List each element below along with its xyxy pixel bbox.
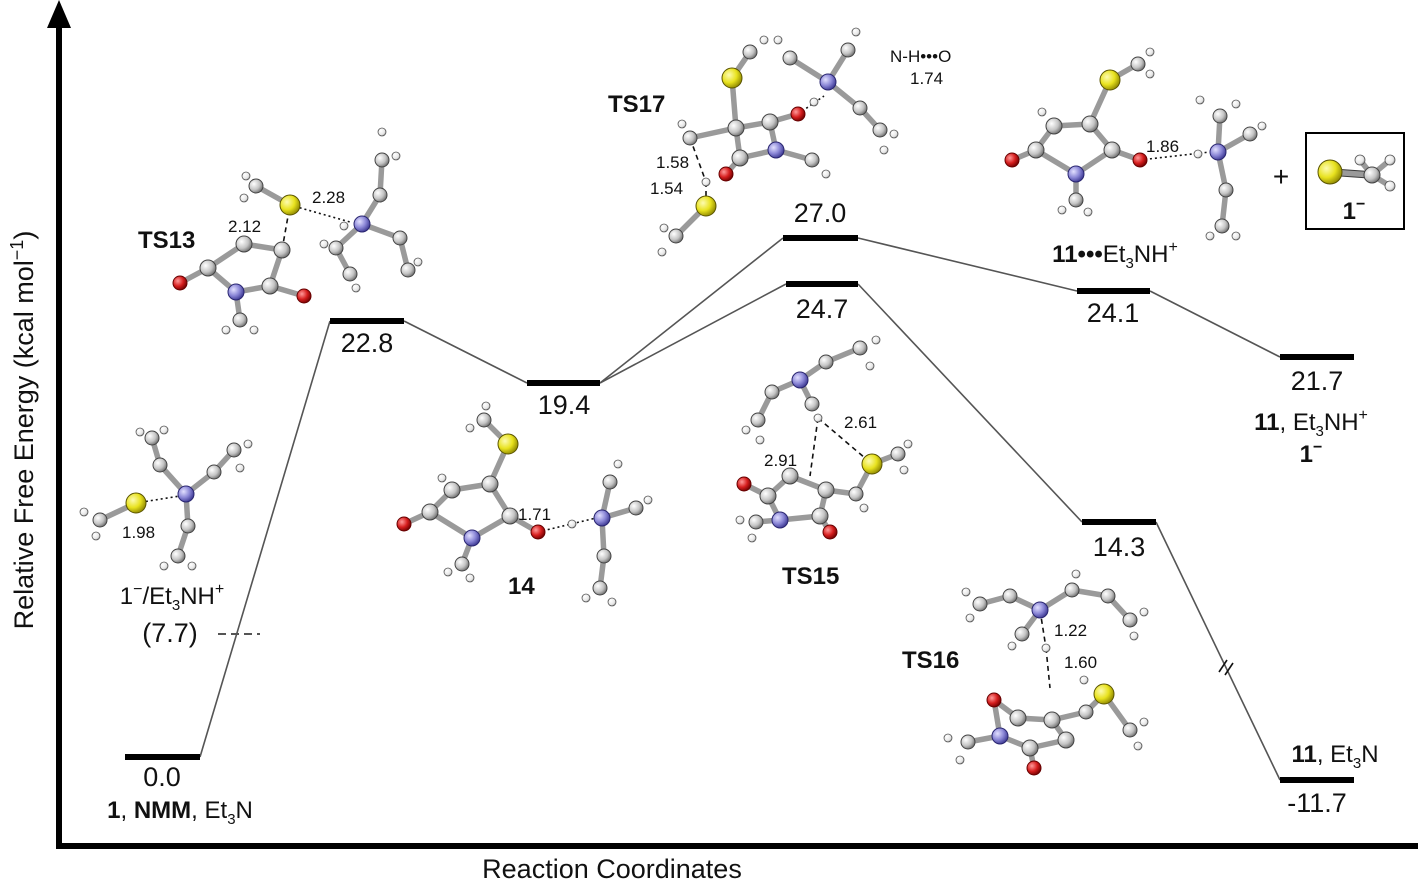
distance-ts15-a: 2.61 xyxy=(844,413,877,432)
label-ts15: TS15 xyxy=(782,563,839,590)
label-14: 14 xyxy=(508,573,535,600)
x-axis-title: Reaction Coordinates xyxy=(482,854,742,884)
label-separated-1: 11, Et3NH+ xyxy=(1254,407,1368,440)
distance-ts16-a: 1.22 xyxy=(1054,621,1087,640)
distance-ts15-b: 2.91 xyxy=(764,451,797,470)
axis-break-mark xyxy=(1218,659,1234,676)
connector-14-ts15 xyxy=(599,283,787,384)
value-complex: 24.1 xyxy=(1087,298,1140,328)
thiolate-box-label: 1− xyxy=(1343,196,1366,225)
connectors xyxy=(199,237,1281,781)
label-ts16: TS16 xyxy=(902,647,959,674)
value-start: 0.0 xyxy=(143,762,181,792)
label-separated-2: 1− xyxy=(1300,439,1323,468)
label-final: 11, Et3N xyxy=(1291,741,1378,772)
molecule-ionpair: 1.98 xyxy=(79,425,253,571)
connector-start-ts13 xyxy=(199,320,331,758)
connector-ts16-final xyxy=(1155,521,1281,781)
value-ts13: 22.8 xyxy=(341,328,394,358)
value-ts17: 27.0 xyxy=(794,198,847,228)
energy-levels xyxy=(125,235,1354,783)
value-ts16: 14.3 xyxy=(1093,532,1146,562)
value-final: -11.7 xyxy=(1287,788,1347,818)
energy-values: 0.0 22.8 19.4 27.0 24.7 24.1 21.7 14.3 -… xyxy=(142,198,1347,818)
y-axis-title: Relative Free Energy (kcal mol−1) xyxy=(7,231,39,630)
connector-ts17-complex xyxy=(857,237,1078,292)
distance-ts17-nho: N-H•••O xyxy=(890,47,951,66)
label-ts13: TS13 xyxy=(138,227,195,254)
distance-ts17-nho-value: 1.74 xyxy=(910,69,943,88)
axes: Relative Free Energy (kcal mol−1) Reacti… xyxy=(7,0,1418,884)
value-ts15: 24.7 xyxy=(796,294,849,324)
connector-14-ts17 xyxy=(599,237,784,384)
connector-ts15-ts16 xyxy=(857,283,1083,523)
boxed-thiolate: 1− xyxy=(1305,132,1405,230)
distance-ts13-a: 2.12 xyxy=(228,217,261,236)
distance-ts16-b: 1.60 xyxy=(1064,653,1097,672)
molecule-complex: 1.86 xyxy=(1004,47,1267,241)
distance-ionpair: 1.98 xyxy=(122,523,155,542)
connector-ts13-14 xyxy=(403,320,528,384)
distance-complex: 1.86 xyxy=(1146,137,1179,156)
species-labels: TS13 TS17 14 TS15 TS16 1, NMM, Et3N 1−/E… xyxy=(107,91,1378,828)
label-ts17: TS17 xyxy=(608,91,665,118)
label-complex: 11•••Et3NH+ xyxy=(1052,239,1178,272)
molecule-ts13: 2.12 2.28 xyxy=(172,127,423,335)
y-axis-arrow xyxy=(47,0,71,28)
molecule-14: 1.71 xyxy=(396,401,653,607)
molecule-ts15: 2.61 2.91 xyxy=(735,335,913,543)
connector-complex-sep xyxy=(1149,290,1281,358)
label-ionpair: 1−/Et3NH+ xyxy=(120,581,224,614)
value-ionpair: (7.7) xyxy=(142,618,198,648)
molecule-ts17: 1.58 1.54 N-H•••O 1.74 xyxy=(650,27,951,257)
value-14: 19.4 xyxy=(538,390,591,420)
molecule-ts16: 1.22 1.60 xyxy=(943,569,1149,776)
label-plus: + xyxy=(1273,161,1289,192)
distance-ts13-b: 2.28 xyxy=(312,188,345,207)
thiolate-box xyxy=(1305,132,1405,230)
distance-ts17-b: 1.54 xyxy=(650,179,683,198)
label-start: 1, NMM, Et3N xyxy=(107,797,253,828)
value-separated: 21.7 xyxy=(1291,366,1344,396)
distance-ts17-a: 1.58 xyxy=(656,153,689,172)
distance-14: 1.71 xyxy=(518,505,551,524)
